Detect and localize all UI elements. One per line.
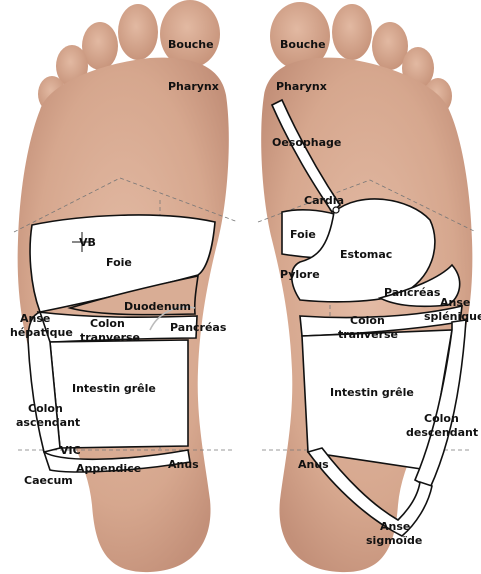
left-pancreas-label: Pancréas [170, 321, 227, 334]
left-anse-label-1: Anse [20, 312, 50, 325]
left-intestin-label: Intestin grêle [72, 382, 156, 395]
left-toe-big [160, 0, 220, 68]
right-sigmoide-label-2: sigmoïde [366, 534, 422, 547]
right-toe-2 [332, 4, 372, 60]
right-oesophage-label: Oesophage [272, 136, 341, 149]
right-pylore-label: Pylore [280, 268, 320, 281]
right-bouche-label: Bouche [280, 38, 326, 51]
left-pharynx-label: Pharynx [168, 80, 219, 93]
left-bouche-label: Bouche [168, 38, 214, 51]
right-intestin-label: Intestin grêle [330, 386, 414, 399]
left-colon-asc-label-1: Colon [28, 402, 63, 415]
left-colon-asc-label-2: ascendant [16, 416, 80, 429]
left-vb-label: VB [79, 236, 96, 249]
right-colon-desc-label-2: descendant [406, 426, 478, 439]
right-colon-label-1: Colon [350, 314, 385, 327]
left-appendice-label: Appendice [76, 462, 141, 475]
right-sigmoide-label-1: Anse [380, 520, 410, 533]
left-colon-label-2: tranverse [80, 331, 140, 344]
left-anse-label-2: hépatique [10, 326, 73, 339]
right-colon-desc-label-1: Colon [424, 412, 459, 425]
right-pancreas-label: Pancréas [384, 286, 441, 299]
left-foie-label: Foie [106, 256, 132, 269]
right-anse-label-2: splénique [424, 310, 481, 323]
left-toe-2 [118, 4, 158, 60]
left-anus-label: Anus [168, 458, 199, 471]
right-colon-label-2: tranverse [338, 328, 398, 341]
right-foie-label: Foie [290, 228, 316, 241]
right-cardia-label: Cardia [304, 194, 344, 207]
left-caecum-label: Caecum [24, 474, 73, 487]
left-colon-label-1: Colon [90, 317, 125, 330]
right-anse-label-1: Anse [440, 296, 470, 309]
right-pharynx-label: Pharynx [276, 80, 327, 93]
left-duodenum-label: Duodenum [124, 300, 191, 313]
right-anus-label: Anus [298, 458, 329, 471]
right-estomac-label: Estomac [340, 248, 392, 261]
right-cardia-marker [333, 207, 339, 213]
left-vic-label: VIC [60, 444, 81, 457]
